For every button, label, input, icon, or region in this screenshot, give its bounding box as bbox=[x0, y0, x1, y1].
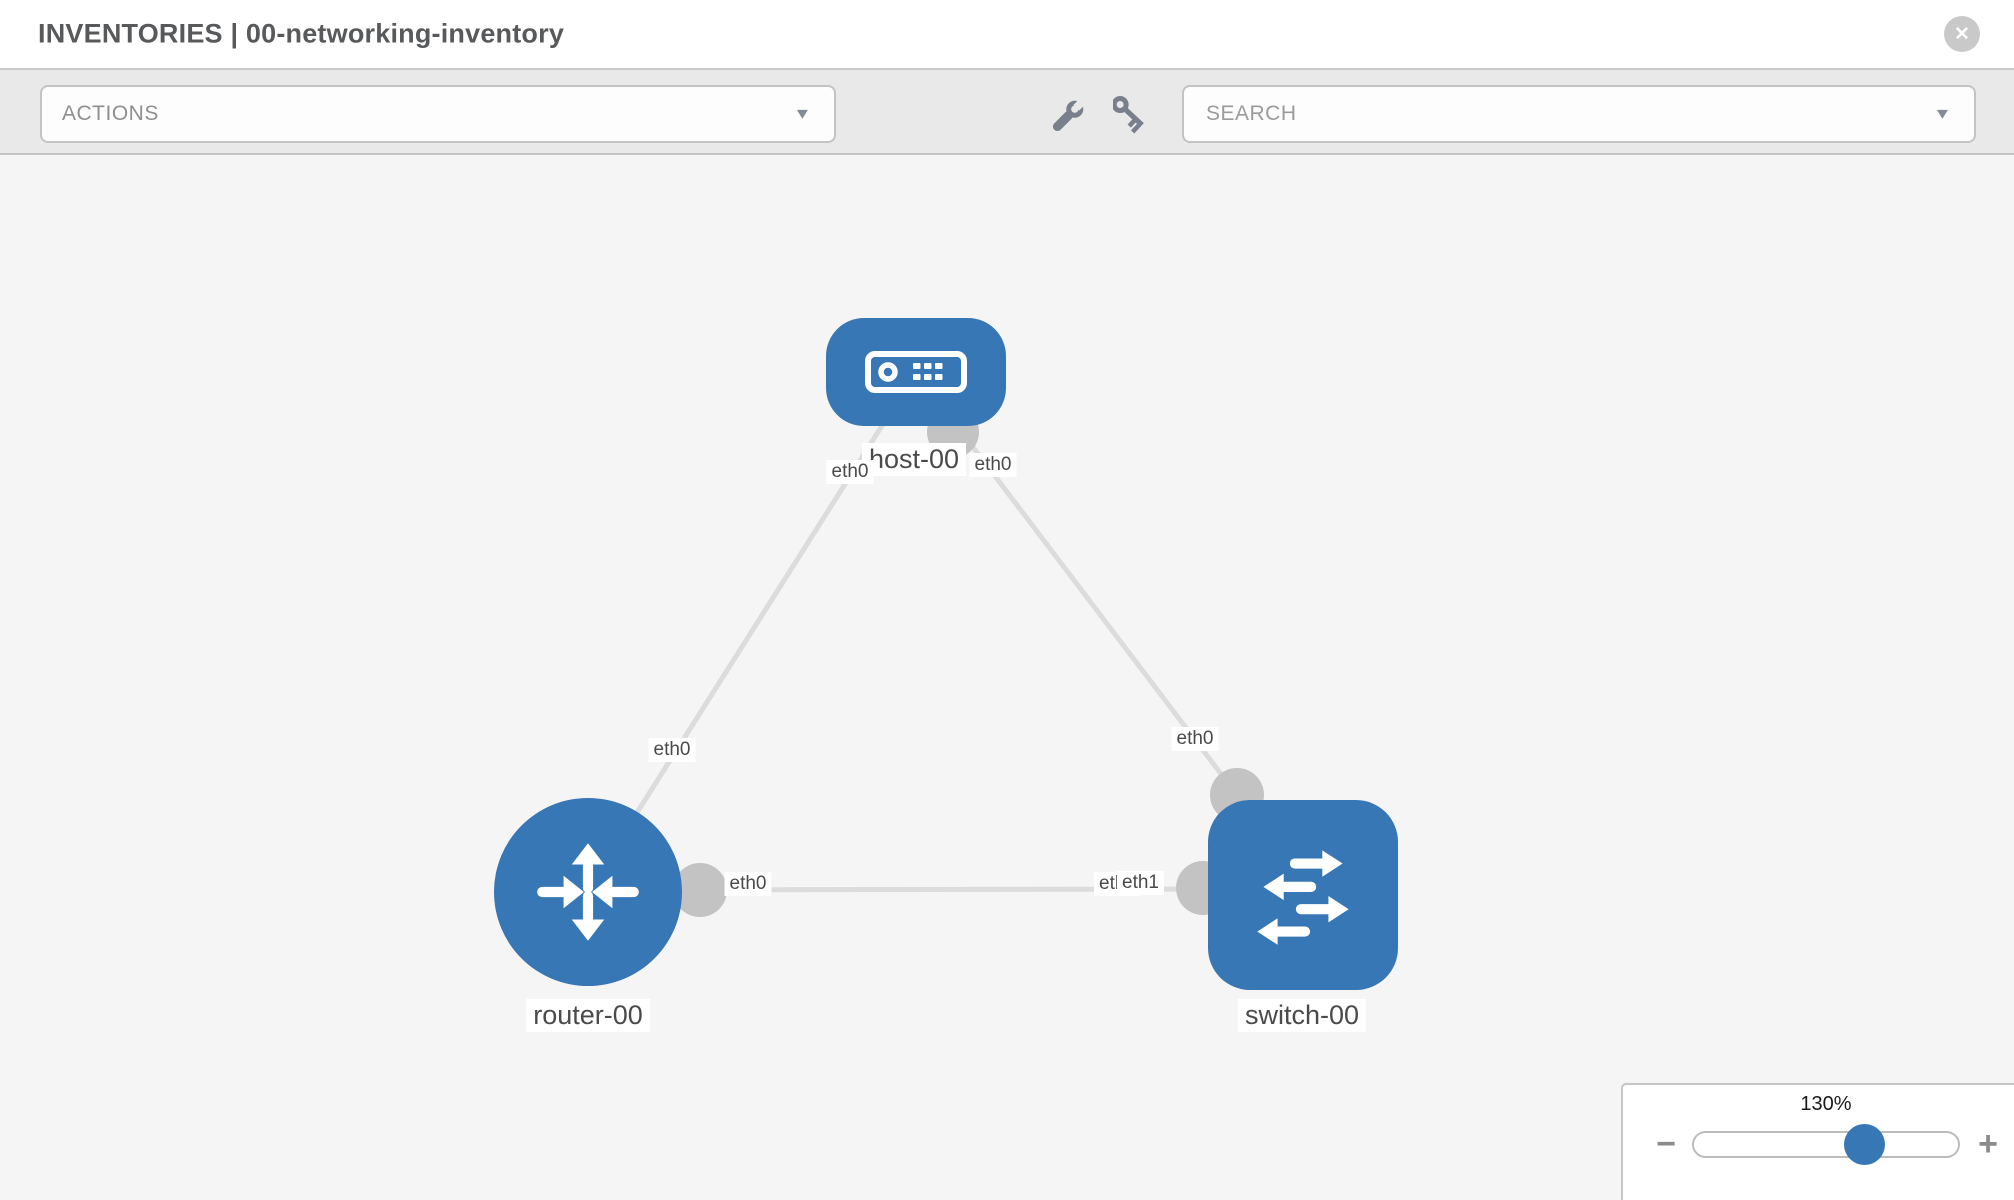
node-label-host: host-00 bbox=[861, 443, 967, 477]
node-label-switch: switch-00 bbox=[1237, 999, 1367, 1033]
wrench-icon bbox=[1052, 97, 1087, 132]
interface-label-switch-eth1: eth1 bbox=[1117, 871, 1164, 895]
zoom-panel: 130% − + bbox=[1621, 1083, 2014, 1200]
key-button[interactable] bbox=[1111, 96, 1153, 136]
minus-icon: − bbox=[1656, 1125, 1676, 1163]
page-title: INVENTORIES | 00-networking-inventory bbox=[38, 18, 565, 49]
search-input[interactable] bbox=[1204, 101, 1904, 127]
topology-canvas[interactable]: host-00 router-00 switch-00 eth0 eth0 et… bbox=[0, 157, 2014, 1200]
interface-label-host-eth0-left: eth0 bbox=[826, 460, 874, 484]
chevron-down-icon: ▼ bbox=[793, 105, 812, 123]
node-switch[interactable] bbox=[1208, 800, 1398, 990]
zoom-in-button[interactable]: + bbox=[1970, 1125, 2006, 1163]
chevron-down-icon: ▼ bbox=[1933, 105, 1952, 123]
link-host-router[interactable] bbox=[585, 370, 919, 892]
interface-label-host-eth0-right: eth0 bbox=[969, 453, 1017, 477]
key-icon bbox=[1111, 96, 1144, 134]
interface-label-router-eth0-uplink: eth0 bbox=[648, 738, 696, 762]
node-label-router: router-00 bbox=[526, 999, 650, 1033]
close-button[interactable]: ✕ bbox=[1944, 16, 1980, 52]
server-icon bbox=[865, 351, 967, 393]
wrench-button[interactable] bbox=[1046, 96, 1087, 136]
actions-dropdown[interactable]: ACTIONS ▼ bbox=[40, 85, 836, 143]
toolbar: ACTIONS ▼ ▼ bbox=[0, 70, 2014, 155]
interface-label-switch-eth0-uplink: eth0 bbox=[1171, 727, 1219, 751]
zoom-out-button[interactable]: − bbox=[1648, 1125, 1684, 1163]
header: INVENTORIES | 00-networking-inventory ✕ bbox=[0, 0, 2014, 70]
close-icon: ✕ bbox=[1954, 23, 1970, 45]
zoom-slider-track[interactable] bbox=[1692, 1131, 1960, 1158]
zoom-slider-thumb[interactable] bbox=[1844, 1124, 1885, 1165]
zoom-level-label: 130% bbox=[1800, 1093, 1852, 1115]
interface-connector-router[interactable] bbox=[673, 863, 727, 917]
search-dropdown[interactable]: ▼ bbox=[1182, 85, 1976, 143]
switch-arrows-icon bbox=[1257, 850, 1349, 945]
node-host[interactable] bbox=[826, 318, 1006, 426]
interface-label-router-eth0: eth0 bbox=[724, 872, 772, 896]
plus-icon: + bbox=[1978, 1125, 1998, 1163]
node-router[interactable] bbox=[494, 798, 682, 986]
router-arrows-icon bbox=[537, 843, 639, 941]
actions-dropdown-label: ACTIONS bbox=[62, 102, 159, 125]
